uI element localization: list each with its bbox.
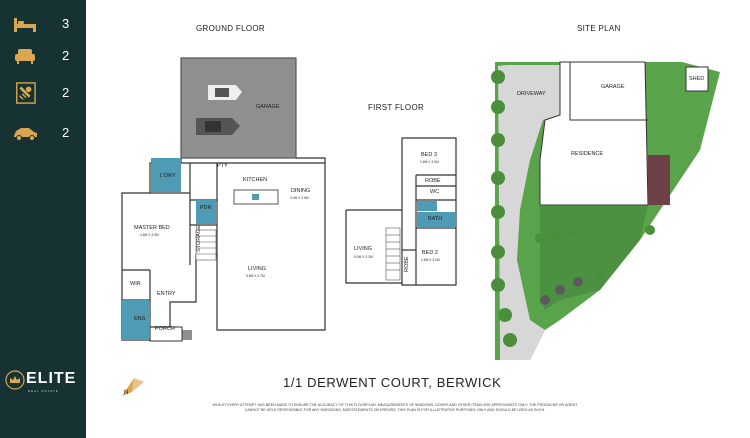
garage-cars: [196, 85, 242, 135]
feature-bathrooms: 2: [0, 82, 86, 106]
parking-count: 2: [62, 125, 70, 140]
site-garage-label: GARAGE: [601, 84, 625, 90]
car-icon: [14, 128, 37, 141]
ground-garage-area: [180, 57, 297, 159]
ground-garage-label: GARAGE: [256, 104, 280, 110]
site-deck: [648, 155, 670, 205]
first-floor-heading: FIRST FLOOR: [368, 103, 425, 112]
driveway-label: DRIVEWAY: [517, 91, 546, 97]
first-living-dim: 5.0M X 3.3M: [354, 255, 373, 259]
living-count: 2: [62, 48, 70, 63]
shed-label: SHED: [689, 76, 705, 82]
bed3-dim: 2.6M X 3.0M: [420, 160, 439, 164]
bed2-dim: 2.6M X 3.0M: [421, 258, 440, 262]
bathroom-count: 2: [62, 85, 70, 100]
bed2-label: BED 2: [422, 250, 438, 256]
site-driveway: [498, 65, 560, 360]
bed-icon: [14, 18, 36, 32]
feature-living: 2: [0, 45, 86, 69]
bedroom-count: 3: [62, 16, 70, 31]
first-bath: [417, 212, 455, 227]
robe-side-label: ROBE: [404, 256, 410, 272]
residence-label: RESIDENCE: [571, 151, 604, 157]
ensuite-room: [122, 300, 149, 340]
porch-step: [182, 330, 192, 340]
disclaimer-text: WHILST EVERY ATTEMPT HAS BEEN MADE TO EN…: [212, 403, 578, 412]
first-living-label: LIVING: [354, 246, 373, 252]
property-address: 1/1 DERWENT COURT, BERWICK: [283, 375, 502, 390]
ground-living-dim: 5.8M X 4.7M: [246, 274, 265, 278]
bed3-label: BED 3: [421, 152, 437, 158]
porch-label: PORCH: [155, 326, 175, 332]
master-bed-dim: 4.8M X 3.9M: [140, 233, 159, 237]
site-shed: [685, 66, 709, 92]
site-plan-heading: SITE PLAN: [577, 24, 621, 33]
brand-tagline: REAL ESTATE: [28, 389, 59, 393]
ground-living-label: LIVING: [248, 266, 267, 272]
laundry-label: L'DRY: [160, 173, 176, 179]
first-bath-label: BATH: [428, 216, 443, 222]
powder-room: [196, 200, 216, 224]
ground-floor-heading: GROUND FLOOR: [196, 24, 265, 33]
pantry-label: PTY: [217, 163, 228, 169]
dining-dim: 3.4M X 2.8M: [290, 196, 309, 200]
feature-parking: 2: [0, 122, 86, 146]
entry-label: ENTRY: [157, 291, 176, 297]
storage-label: STORAGE: [196, 225, 202, 252]
compass-icon: N: [122, 378, 144, 396]
feature-bedrooms: 3: [0, 13, 86, 37]
wc-label: WC: [430, 189, 440, 195]
brand-name: ELITE: [26, 370, 77, 387]
master-bed-label: MASTER BED: [134, 225, 170, 231]
svg-text:N: N: [124, 390, 128, 396]
kitchen-label: KITCHEN: [243, 177, 268, 183]
wir-label: WIR: [130, 281, 141, 287]
robe-top-label: ROBE: [425, 178, 441, 184]
laundry-room: [151, 158, 181, 192]
sofa-icon: [15, 49, 35, 64]
sidebar: 3 2 2 2 ELITE REAL ESTATE: [0, 0, 86, 438]
bath-icon: [16, 82, 36, 104]
ensuite-label: ENS: [134, 316, 146, 322]
elite-logo-icon: [5, 370, 25, 390]
dining-label: DINING: [291, 188, 311, 194]
powder-label: PDR: [200, 205, 212, 211]
